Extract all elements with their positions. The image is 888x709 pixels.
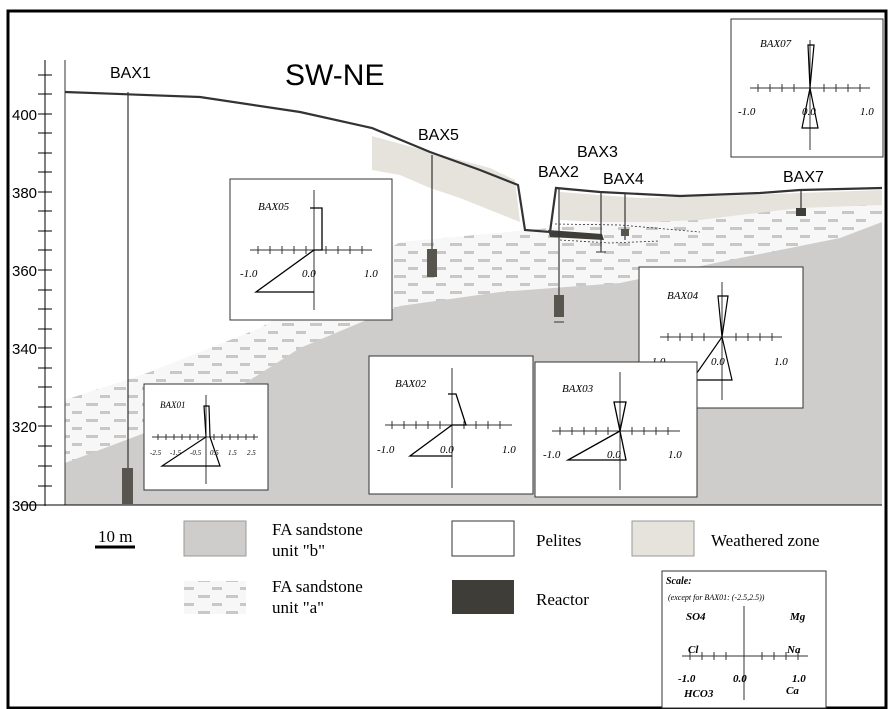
y-tick-320: 320 xyxy=(12,419,37,436)
legend-swatch-weathered xyxy=(632,521,694,556)
inset-bax03: BAX03 -1.0 0.0 1.0 xyxy=(535,362,697,497)
axis-max: 1.0 xyxy=(668,449,682,461)
legend-label-weathered: Weathered zone xyxy=(711,531,820,550)
legend-swatch-reactor xyxy=(452,580,514,614)
tick-label: 1.5 xyxy=(228,449,237,457)
scale-label-mg: Mg xyxy=(789,611,806,623)
scale-label-na: Na xyxy=(786,644,801,656)
inset-bax02: BAX02 -1.0 0.0 1.0 xyxy=(369,356,533,494)
borehole-label-bax5: BAX5 xyxy=(418,127,459,144)
scale-label-hco3: HCO3 xyxy=(683,688,714,700)
tick-label: 2.5 xyxy=(247,449,256,457)
inset-title: BAX03 xyxy=(562,383,594,395)
inset-title: BAX04 xyxy=(667,290,699,302)
inset-bax07: BAX07 -1.0 0.0 1.0 xyxy=(731,19,883,157)
axis-max: 1.0 xyxy=(774,356,788,368)
borehole-label-bax2: BAX2 xyxy=(538,164,579,181)
axis-mid: 0.0 xyxy=(440,444,454,456)
inset-title: BAX07 xyxy=(760,38,792,50)
y-tick-380: 380 xyxy=(12,185,37,202)
axis-min: -1.0 xyxy=(377,444,395,456)
inset-title: BAX05 xyxy=(258,201,290,213)
scale-box-title: Scale: xyxy=(666,576,692,587)
legend-label-pelites: Pelites xyxy=(536,531,581,550)
scale-label-min: -1.0 xyxy=(678,673,696,685)
legend-label-unit-b-line1: FA sandstone xyxy=(272,520,363,539)
axis-max: 1.0 xyxy=(364,268,378,280)
bax1-screen xyxy=(122,468,133,504)
y-tick-300: 300 xyxy=(12,498,37,515)
scale-box: Scale: (except for BAX01: (-2.5,2.5)) SO… xyxy=(662,571,826,708)
section-title: SW-NE xyxy=(285,59,384,92)
axis-mid: 0.0 xyxy=(711,356,725,368)
borehole-label-bax4: BAX4 xyxy=(603,171,644,188)
tick-label: -2.5 xyxy=(150,449,162,457)
axis-mid: 0.0 xyxy=(802,106,816,118)
legend-swatch-unit-a xyxy=(184,581,246,614)
legend-label-unit-a-line1: FA sandstone xyxy=(272,577,363,596)
scale-label-cl: Cl xyxy=(688,644,699,656)
scale-label-ca: Ca xyxy=(786,685,799,697)
axis-min: -1.0 xyxy=(543,449,561,461)
borehole-label-bax7: BAX7 xyxy=(783,169,824,186)
scale-label-max: 1.0 xyxy=(792,673,806,685)
inset-bax01: BAX01 -2.5 -1.5 -0.5 0.5 1.5 2.5 xyxy=(144,384,268,490)
tick-label: -1.5 xyxy=(170,449,182,457)
inset-title: BAX01 xyxy=(160,400,186,410)
legend-swatch-pelites xyxy=(452,521,514,556)
scale-box-note: (except for BAX01: (-2.5,2.5)) xyxy=(668,593,765,602)
tick-label: -0.5 xyxy=(190,449,202,457)
axis-max: 1.0 xyxy=(502,444,516,456)
scale-label-mid: 0.0 xyxy=(733,673,747,685)
legend-swatch-unit-b xyxy=(184,521,246,556)
y-tick-360: 360 xyxy=(12,263,37,280)
tick-label: 0.5 xyxy=(210,449,219,457)
borehole-label-bax1: BAX1 xyxy=(110,65,151,82)
legend-label-unit-a-line2: unit "a" xyxy=(272,598,324,617)
axis-mid: 0.0 xyxy=(302,268,316,280)
axis-mid: 0.0 xyxy=(607,449,621,461)
borehole-label-bax3: BAX3 xyxy=(577,144,618,161)
legend-label-reactor: Reactor xyxy=(536,590,589,609)
legend-label-unit-b-line2: unit "b" xyxy=(272,541,325,560)
bax5-screen xyxy=(427,249,437,277)
bax7-screen xyxy=(796,208,806,216)
inset-bax05: BAX05 -1.0 0.0 1.0 xyxy=(230,179,392,320)
bax2-screen xyxy=(554,295,564,317)
y-tick-400: 400 xyxy=(12,107,37,124)
scale-bar-label: 10 m xyxy=(98,527,132,546)
axis-min: -1.0 xyxy=(240,268,258,280)
axis-min: -1.0 xyxy=(738,106,756,118)
scale-label-so4: SO4 xyxy=(686,611,706,623)
y-tick-340: 340 xyxy=(12,341,37,358)
inset-title: BAX02 xyxy=(395,378,427,390)
axis-max: 1.0 xyxy=(860,106,874,118)
